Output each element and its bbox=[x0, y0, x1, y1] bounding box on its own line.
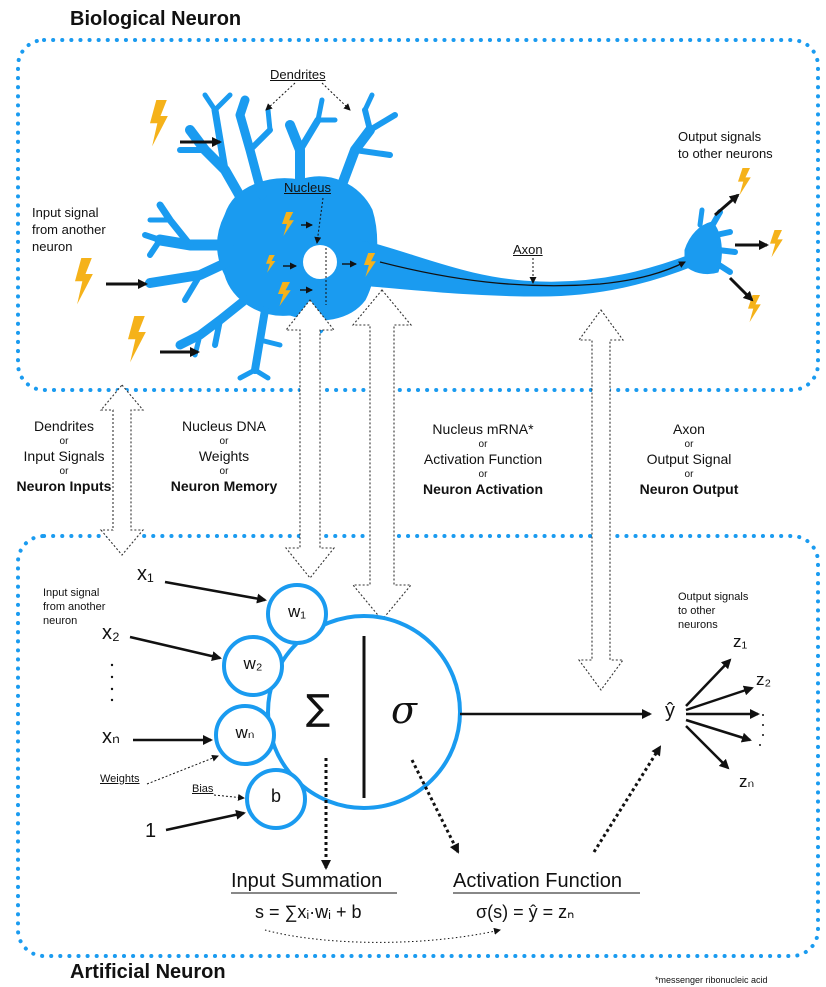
nucleus-shape bbox=[303, 245, 337, 279]
w1-label: w₁ bbox=[287, 602, 307, 621]
input-summation-title: Input Summation bbox=[231, 870, 383, 892]
weights-label: Weights bbox=[100, 773, 140, 785]
x2-label: x₂ bbox=[102, 622, 120, 644]
footnote: *messenger ribonucleic acid bbox=[655, 975, 768, 985]
lightning-icon bbox=[770, 230, 783, 258]
dendrites-label: Dendrites bbox=[270, 67, 326, 82]
weight-node-wn bbox=[214, 704, 276, 766]
art-input-signal-label: Input signal from another neuron bbox=[43, 587, 106, 627]
lightning-icon bbox=[150, 100, 168, 147]
z1-label: z₁ bbox=[733, 632, 748, 651]
activation-formula: σ(s) = ŷ = zₙ bbox=[476, 902, 575, 922]
y-hat-label: ŷ bbox=[665, 700, 675, 722]
weight-node-w2 bbox=[222, 635, 284, 697]
neuron-body bbox=[142, 92, 738, 381]
z2-label: z₂ bbox=[756, 670, 772, 689]
mapping-output: Axon or Output Signal or Neuron Output bbox=[639, 421, 739, 497]
x1-label: x₁ bbox=[137, 563, 154, 585]
w2-label: w₂ bbox=[243, 654, 263, 673]
lightning-icon bbox=[738, 168, 751, 196]
sigma-symbol: σ bbox=[391, 688, 417, 732]
bio-input-signal-label: Input signal from another neuron bbox=[32, 205, 106, 254]
axon-label: Axon bbox=[513, 242, 543, 257]
art-output-signals-label: Output signals to other neurons bbox=[678, 591, 749, 631]
bias-label: Bias bbox=[192, 783, 214, 795]
sum-symbol: ∑ bbox=[305, 688, 331, 729]
lightning-icon bbox=[128, 316, 146, 363]
biological-box bbox=[16, 38, 820, 392]
xn-label: xₙ bbox=[102, 726, 120, 748]
zn-label: zₙ bbox=[739, 772, 755, 791]
mapping-inputs: Dendrites or Input Signals or Neuron Inp… bbox=[16, 418, 112, 494]
mapping-activation: Nucleus mRNA* or Activation Function or … bbox=[422, 421, 544, 497]
axon-line bbox=[379, 261, 686, 287]
artificial-title: Artificial Neuron bbox=[70, 961, 226, 983]
bias-input-one: 1 bbox=[145, 820, 157, 842]
wn-label: wₙ bbox=[235, 723, 255, 742]
b-label: b bbox=[270, 786, 282, 806]
bias-node bbox=[245, 768, 307, 830]
bio-output-signals-label: Output signals to other neurons bbox=[678, 129, 773, 161]
lightning-icon bbox=[75, 258, 93, 305]
nucleus-label: Nucleus bbox=[284, 180, 331, 195]
summation-formula: s = ∑xᵢ·wᵢ + b bbox=[255, 902, 362, 922]
mapping-memory: Nucleus DNA or Weights or Neuron Memory bbox=[170, 418, 278, 494]
biological-title: Biological Neuron bbox=[70, 8, 242, 30]
weight-node-w1 bbox=[266, 583, 328, 645]
artificial-box bbox=[16, 534, 820, 958]
activation-function-title: Activation Function bbox=[453, 870, 622, 892]
